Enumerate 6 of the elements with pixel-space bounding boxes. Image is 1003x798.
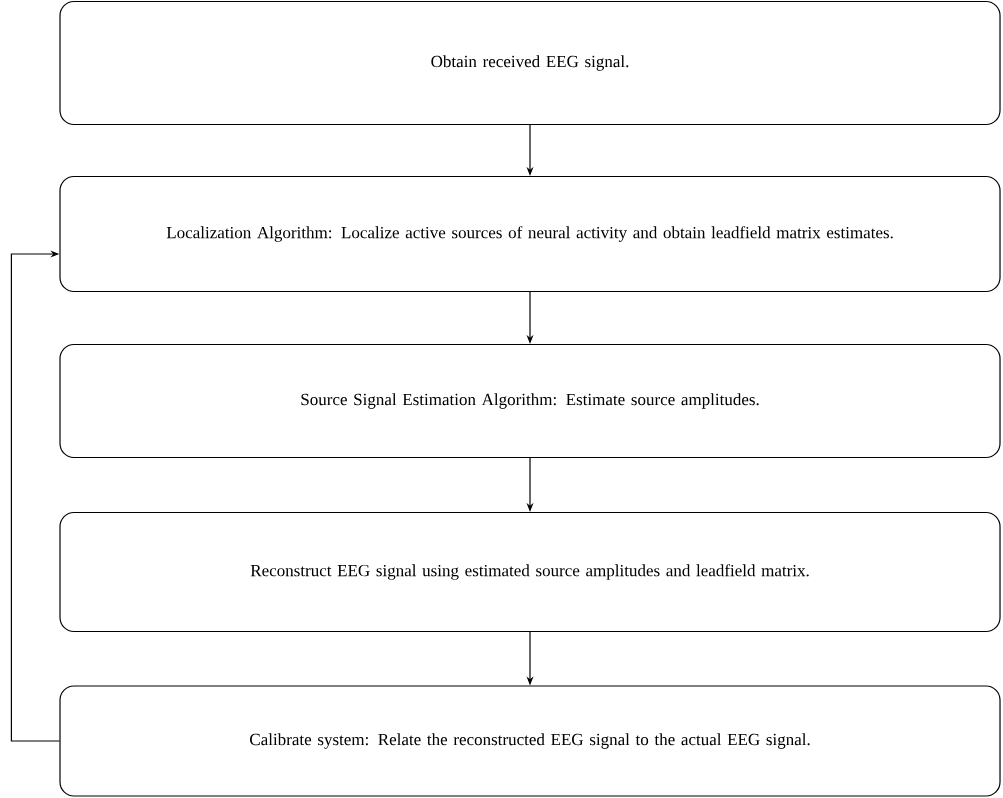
process-box: Reconstruct EEG signal using estimated source amplitudes and leadfield matrix. — [59, 511, 1001, 633]
arrow — [10, 250, 60, 742]
process-box: Obtain received EEG signal. — [59, 0, 1001, 126]
process-box: Source Signal Estimation Algorithm: Estimate source amplitudes. — [59, 343, 1001, 459]
process-box: Localization Algorithm: Localize active sources of neural activity and obtain leadfield matrix estimates. — [59, 175, 1001, 293]
process-box: Calibrate system: Relate the reconstructed EEG signal to the actual EEG signal. — [59, 685, 1001, 797]
